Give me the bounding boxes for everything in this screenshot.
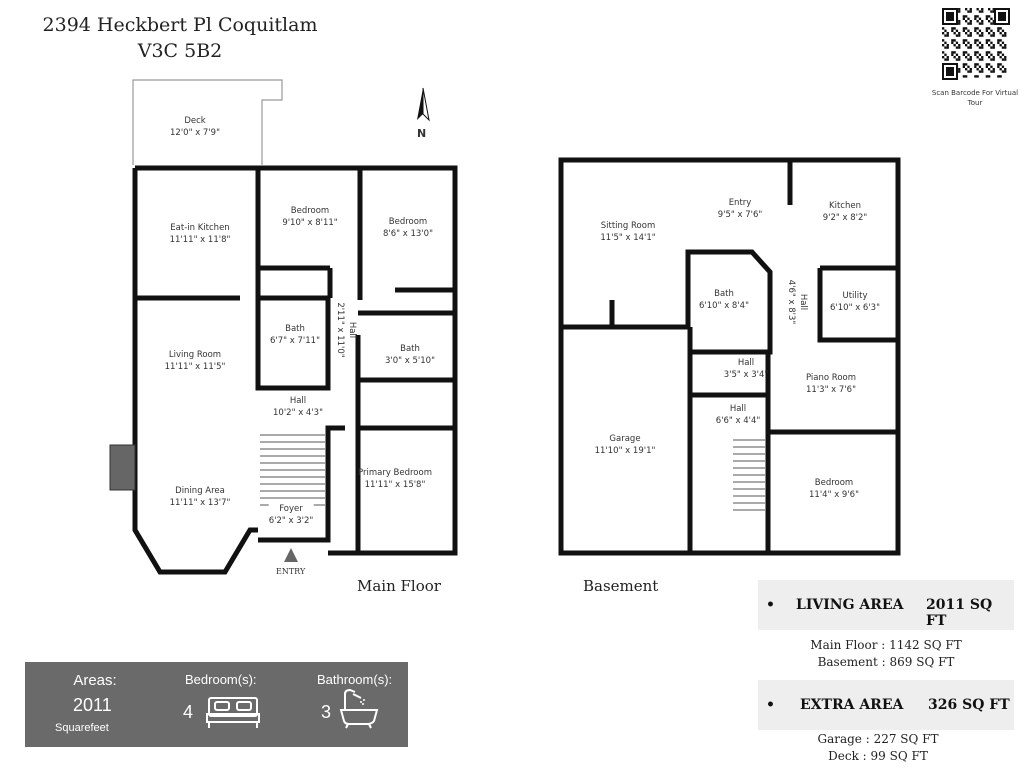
living-area-band: • LIVING AREA 2011 SQ FT <box>758 580 1014 630</box>
main-outer-wall <box>135 165 458 556</box>
bed-icon <box>206 697 260 728</box>
fireplace <box>109 444 136 491</box>
bullet: • <box>766 697 775 713</box>
areas-label: Areas: <box>73 672 117 689</box>
extra-area-label: EXTRA AREA <box>800 697 904 713</box>
address: 2394 Heckbert Pl Coquitlam V3C 5B2 <box>40 12 320 64</box>
property-stats-panel: Areas: 2011 Squarefeet Bedroom(s): 4 Bat… <box>25 662 408 747</box>
bedrooms-value: 4 <box>183 702 194 722</box>
address-line-1: 2394 Heckbert Pl Coquitlam <box>42 14 318 36</box>
bathrooms-value: 3 <box>321 702 332 722</box>
areas-value: 2011 <box>73 695 112 715</box>
basement-label: Basement <box>583 577 659 595</box>
deck-outline <box>132 79 283 165</box>
extra-area-value: 326 SQ FT <box>928 697 1010 713</box>
areas-unit: Squarefeet <box>55 722 109 734</box>
north-label: N <box>417 127 427 140</box>
bullet: • <box>766 597 775 613</box>
main-floor-label: Main Floor <box>357 577 441 595</box>
entry-arrow-icon <box>284 548 298 562</box>
extra-area-band: • EXTRA AREA 326 SQ FT <box>758 680 1014 730</box>
living-area-label: LIVING AREA <box>796 597 904 613</box>
qr-caption: Scan Barcode For Virtual Tour <box>931 89 1019 107</box>
bathtub-icon <box>339 688 379 729</box>
north-arrow-icon <box>417 87 430 122</box>
bathrooms-label: Bathroom(s): <box>317 672 393 687</box>
qr-code[interactable] <box>942 8 1010 80</box>
address-line-2: V3C 5B2 <box>137 40 223 62</box>
living-area-value: 2011 SQ FT <box>926 597 993 629</box>
bedrooms-label: Bedroom(s): <box>185 672 257 687</box>
entry-label: ENTRY <box>276 567 306 576</box>
